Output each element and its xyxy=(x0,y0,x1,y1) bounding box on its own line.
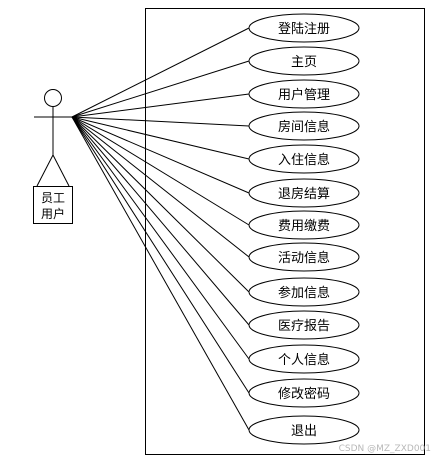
use-case: 医疗报告 xyxy=(248,310,360,340)
association-line xyxy=(71,116,250,160)
use-case: 入住信息 xyxy=(248,144,360,174)
use-case: 参加信息 xyxy=(248,277,360,307)
use-case-ellipse xyxy=(248,46,360,76)
association-line xyxy=(71,116,250,194)
use-case: 房间信息 xyxy=(248,111,360,141)
watermark: CSDN @MZ_ZXD001 xyxy=(339,444,431,454)
use-case-label: 个人信息 xyxy=(278,352,330,368)
association-line xyxy=(71,116,250,258)
use-case-ellipse xyxy=(248,277,360,307)
use-case: 费用缴费 xyxy=(248,210,360,240)
actor-leg-left xyxy=(36,154,54,187)
association-line xyxy=(71,116,250,226)
use-case-ellipse xyxy=(248,210,360,240)
use-case: 活动信息 xyxy=(248,242,360,272)
use-case-label: 登陆注册 xyxy=(278,21,330,37)
association-line xyxy=(71,116,250,326)
use-case-label: 入住信息 xyxy=(278,152,330,168)
use-case-label: 活动信息 xyxy=(278,250,330,266)
use-case-label: 用户管理 xyxy=(278,87,330,103)
association-line xyxy=(71,60,250,118)
association-lines xyxy=(71,27,250,431)
use-cases: 登陆注册主页用户管理房间信息入住信息退房结算费用缴费活动信息参加信息医疗报告个人… xyxy=(248,13,360,445)
actor-label-line-2: 用户 xyxy=(41,206,65,221)
actor-label-line-1: 员工 xyxy=(41,191,65,205)
use-case: 个人信息 xyxy=(248,344,360,374)
use-case: 退房结算 xyxy=(248,178,360,208)
association-line xyxy=(71,116,250,394)
use-case: 修改密码 xyxy=(248,378,360,408)
use-case-ellipse xyxy=(248,344,360,374)
use-case-ellipse xyxy=(248,13,360,43)
use-case-label: 主页 xyxy=(291,55,317,70)
association-line xyxy=(71,116,250,127)
use-case-label: 参加信息 xyxy=(278,285,330,301)
association-line xyxy=(71,93,250,118)
actor-head xyxy=(44,89,62,107)
use-case-label: 退房结算 xyxy=(278,186,330,202)
association-line xyxy=(71,116,250,360)
actor-label-box xyxy=(33,186,73,224)
use-case: 主页 xyxy=(248,46,360,76)
use-case-label: 费用缴费 xyxy=(278,219,330,234)
association-line xyxy=(71,27,250,118)
use-case-ellipse xyxy=(248,144,360,174)
use-case: 登陆注册 xyxy=(248,13,360,43)
actor-leg-right xyxy=(52,154,70,187)
use-case-ellipse xyxy=(248,415,360,445)
use-case-ellipse xyxy=(248,378,360,408)
use-case-ellipse xyxy=(248,310,360,340)
use-case-label: 医疗报告 xyxy=(278,319,330,334)
use-case-label: 房间信息 xyxy=(278,119,330,135)
actor: 员工 用户 xyxy=(33,89,73,224)
association-line xyxy=(71,116,250,431)
use-case-label: 退出 xyxy=(291,424,317,439)
use-case-ellipse xyxy=(248,111,360,141)
association-line xyxy=(71,116,250,293)
use-case: 用户管理 xyxy=(248,79,360,109)
use-case-ellipse xyxy=(248,242,360,272)
use-case-ellipse xyxy=(248,79,360,109)
use-case-ellipse xyxy=(248,178,360,208)
use-case-label: 修改密码 xyxy=(278,386,330,402)
use-case: 退出 xyxy=(248,415,360,445)
